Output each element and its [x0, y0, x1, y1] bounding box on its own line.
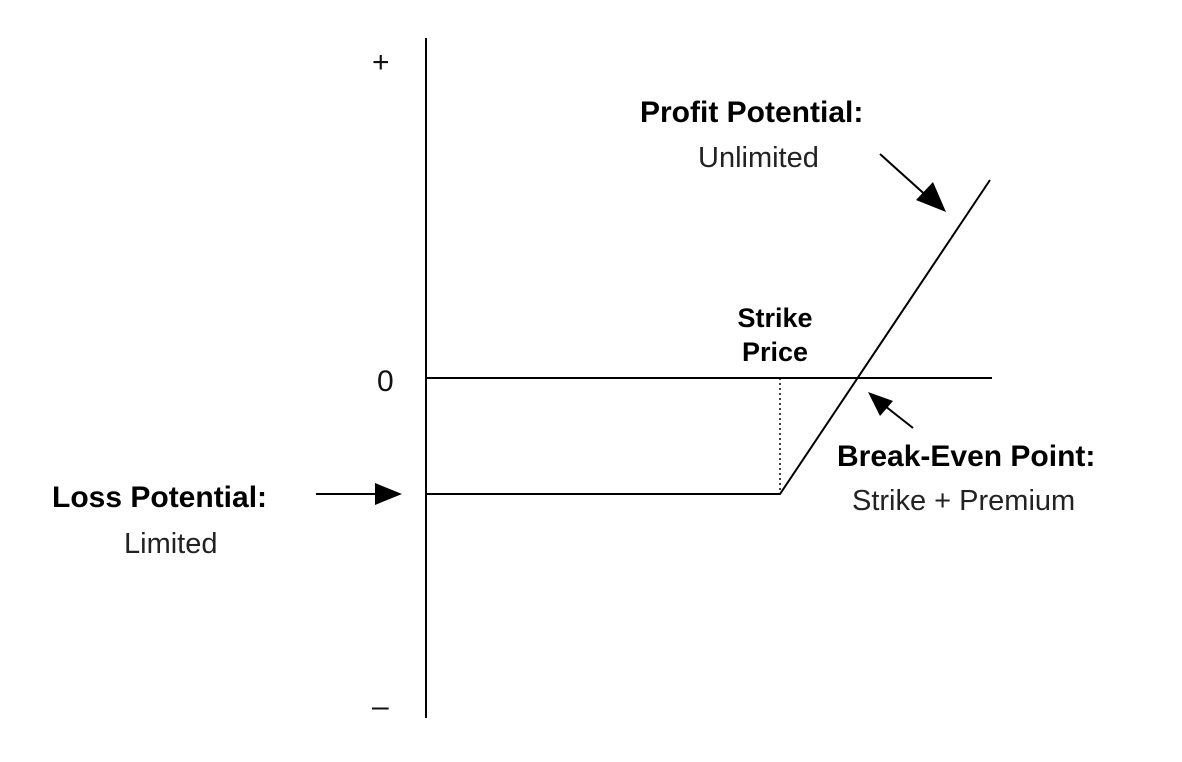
strike-price-label-line2: Price: [742, 337, 808, 367]
profit-arrowhead: [916, 182, 946, 212]
loss-arrowhead: [375, 483, 402, 505]
profit-potential-title: Profit Potential:: [640, 96, 863, 129]
loss-potential-value: Limited: [124, 528, 218, 560]
loss-potential-title: Loss Potential:: [52, 481, 267, 514]
strike-price-label-line1: Strike: [737, 303, 812, 333]
break-even-value: Strike + Premium: [852, 485, 1075, 517]
profit-potential-value: Unlimited: [698, 142, 819, 174]
axis-minus-label: –: [372, 690, 389, 723]
axis-zero-label: 0: [377, 365, 394, 398]
break-even-title: Break-Even Point:: [837, 440, 1095, 473]
axis-plus-label: +: [372, 46, 390, 79]
break-even-arrowhead: [868, 392, 893, 416]
